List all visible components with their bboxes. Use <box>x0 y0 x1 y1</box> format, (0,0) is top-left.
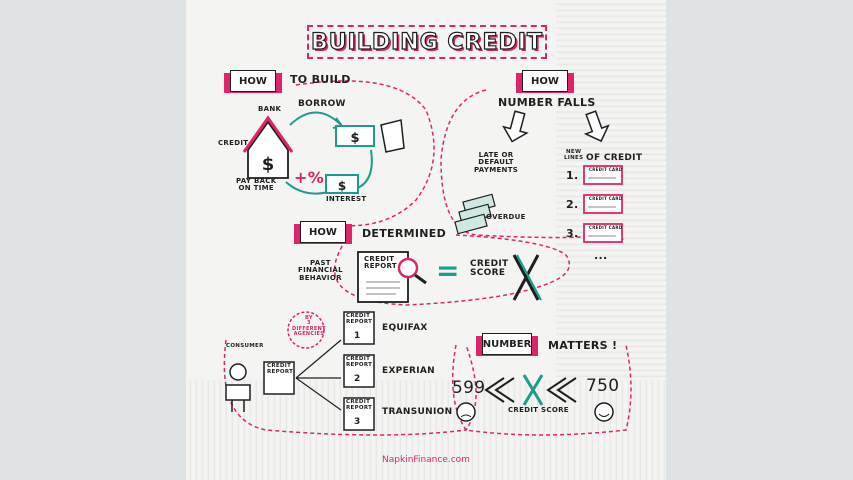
overdue-label: OVERDUE <box>486 213 526 221</box>
card-text-1: CREDIT CARD <box>589 167 623 172</box>
determined-label: DETERMINED <box>362 227 447 240</box>
agency-num-2: 2 <box>354 374 361 384</box>
money-icon: $ $ <box>325 119 405 194</box>
agency-report-1: CREDIT REPORT <box>346 313 373 325</box>
card-item-1: 1. <box>566 169 579 182</box>
napkin: $ $ $ <box>186 0 666 480</box>
footer-brand: NapkinFinance.com <box>382 455 470 465</box>
money-pile-icon <box>454 193 496 235</box>
percent-label: +% <box>294 168 325 187</box>
credit-report-label: CREDIT REPORT <box>364 255 397 271</box>
number-falls-label: NUMBER FALLS <box>498 96 596 109</box>
how-build-badge: HOW <box>230 70 276 92</box>
different-agencies-label: BY 3 DIFFERENT AGENCIES <box>292 315 326 337</box>
how-falls-banner: HOW <box>516 70 574 93</box>
card-item-more: ... <box>594 249 608 262</box>
card-item-2: 2. <box>566 198 579 211</box>
card-text-2: CREDIT CARD <box>589 196 623 201</box>
card-item-3: 3. <box>566 227 579 240</box>
interest-label: INTEREST <box>326 195 367 203</box>
score-low: 599 <box>452 378 486 398</box>
how-build-banner: HOW <box>224 70 282 93</box>
pay-back-label: PAY BACK ON TIME <box>236 177 277 193</box>
agency-name-equifax: EQUIFAX <box>382 323 428 333</box>
svg-text:$: $ <box>350 131 359 146</box>
bank-label: BANK <box>258 105 282 113</box>
house-icon: $ <box>242 115 294 179</box>
agency-report-3: CREDIT REPORT <box>346 399 373 411</box>
napkin-emboss-bottom <box>186 380 666 480</box>
new-lines-label: NEW LINES <box>564 149 584 161</box>
of-credit-label: OF CREDIT <box>586 153 643 163</box>
equals-sign: = <box>436 254 460 287</box>
svg-text:$: $ <box>262 154 275 175</box>
agency-name-transunion: TRANSUNION <box>382 407 453 417</box>
svg-text:$: $ <box>338 179 346 193</box>
agency-report-2: CREDIT REPORT <box>346 356 373 368</box>
how-determined-badge: HOW <box>300 221 346 243</box>
consumer-report-label: CREDIT REPORT <box>267 363 294 375</box>
score-high: 750 <box>586 376 620 396</box>
agency-num-1: 1 <box>354 331 361 341</box>
page-title: BUILDING CREDIT <box>307 25 547 59</box>
consumer-label: CONSUMER <box>226 343 264 349</box>
how-falls-badge: HOW <box>522 70 568 92</box>
credit-score-scale-label: CREDIT SCORE <box>508 406 569 414</box>
late-payments-label: LATE OR DEFAULT PAYMENTS <box>474 151 519 174</box>
borrow-label: BORROW <box>298 99 346 109</box>
agency-num-3: 3 <box>354 417 361 427</box>
agency-name-experian: EXPERIAN <box>382 366 436 376</box>
card-text-3: CREDIT CARD <box>589 225 623 230</box>
number-matters-banner: NUMBER <box>476 333 538 356</box>
doodle-art: $ $ $ <box>223 80 632 436</box>
past-behavior-label: PAST FINANCIAL BEHAVIOR <box>298 259 343 282</box>
credit-label: CREDIT <box>218 139 249 147</box>
consumer-figure-icon <box>225 363 251 412</box>
how-build-label: TO BUILD <box>290 73 351 86</box>
credit-cards-icon <box>583 165 623 243</box>
number-matters-badge: NUMBER <box>482 333 532 355</box>
credit-score-label: CREDIT SCORE <box>470 259 509 279</box>
credit-report-magnifier-icon <box>357 251 427 303</box>
how-determined-banner: HOW <box>294 221 352 244</box>
matters-label: MATTERS ! <box>548 339 618 352</box>
